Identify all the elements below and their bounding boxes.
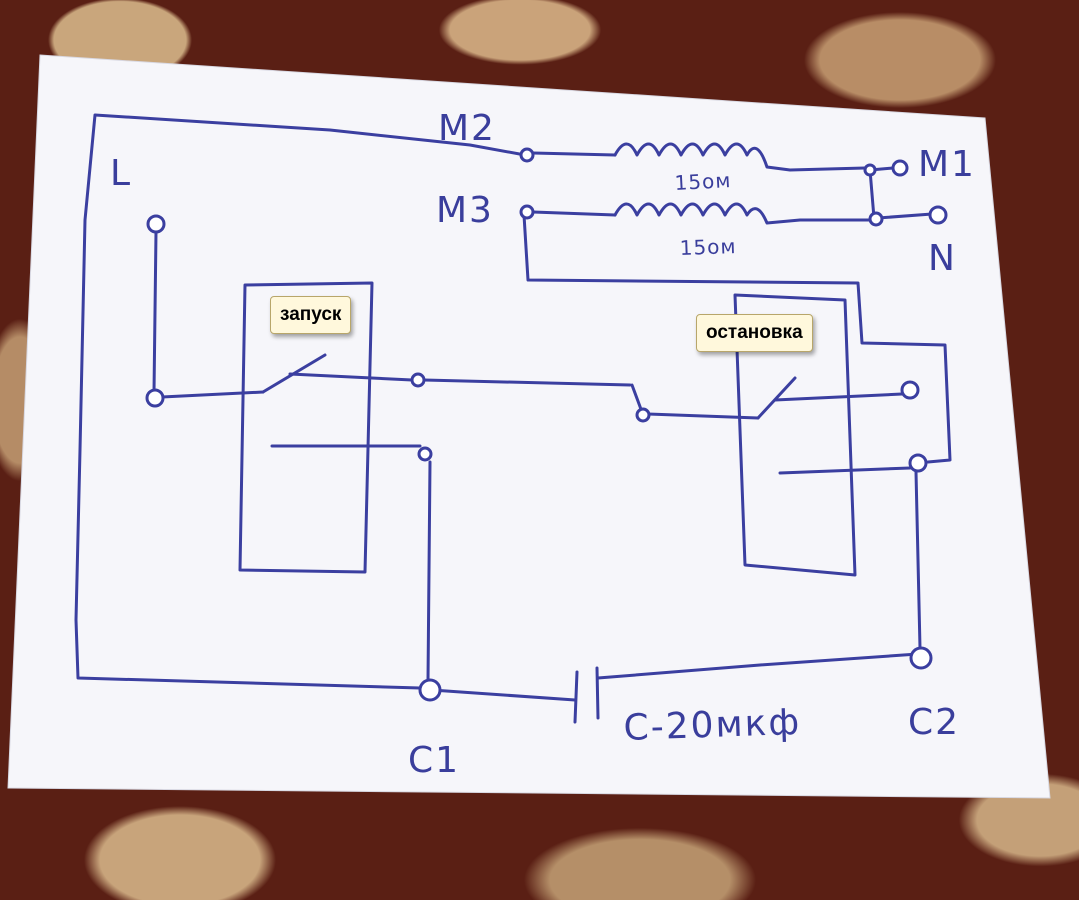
stop-button-callout: остановка [696,314,813,352]
winding-bottom-coil [613,202,874,225]
terminal-m2 [519,147,535,163]
terminal-m1 [891,159,909,177]
stop-switch-blade [756,376,797,420]
terminal-m1-left [863,163,877,177]
wire-m2-outer-loop [74,113,527,690]
start-button-box [238,281,374,574]
terminal-stop-out [900,380,920,400]
terminal-n [928,205,948,225]
label-c2: C2 [908,702,960,743]
wire-jumper-n [876,212,934,220]
wire-hold-to-c1 [426,460,432,682]
wire-start-to-terminal [288,372,414,382]
wire-stop-to-c2 [914,470,922,650]
label-l: L [110,153,132,194]
terminal-start-out [410,372,426,388]
wire-start-input [160,390,265,399]
terminal-stop-in [635,407,651,423]
label-m1: M1 [918,144,976,185]
wire-to-stop [422,378,632,387]
label-c1: C1 [408,740,460,781]
terminal-c1 [418,678,442,702]
terminal-m3 [519,204,535,220]
terminal-stop-lower [908,453,928,473]
label-winding-top: 15ом [674,168,732,195]
start-button-callout: запуск [270,296,352,334]
wire-capacitor-c2 [596,652,920,680]
terminal-start-in [145,388,165,408]
wire-m3-winding-bottom [531,210,617,217]
terminal-start-hold [417,446,433,462]
wire-to-stop-down [630,383,644,414]
label-capacitor: C-20мкф [623,702,802,749]
wire-m2-winding-top [531,151,617,157]
terminal-c2 [909,646,933,670]
wire-m3-to-stop [522,213,952,464]
capacitor-plate-left [573,670,579,724]
terminal-jumper [868,211,884,227]
winding-top-coil [613,142,867,172]
wire-l-to-start [152,230,158,394]
wire-stop-output [773,392,904,402]
wire-stop-input [646,412,760,420]
paper-sheet [7,54,1051,799]
label-winding-bottom: 15ом [679,234,737,260]
wire-stop-lower [778,466,912,475]
label-m2: M2 [438,108,496,149]
wire-c1-capacitor [430,688,577,702]
label-m3: M3 [436,190,494,231]
terminal-l [146,214,166,234]
capacitor-plate-right [595,666,600,720]
stop-button-box [733,293,857,577]
label-n: N [928,238,957,279]
wire-m1-jumper [868,168,876,220]
